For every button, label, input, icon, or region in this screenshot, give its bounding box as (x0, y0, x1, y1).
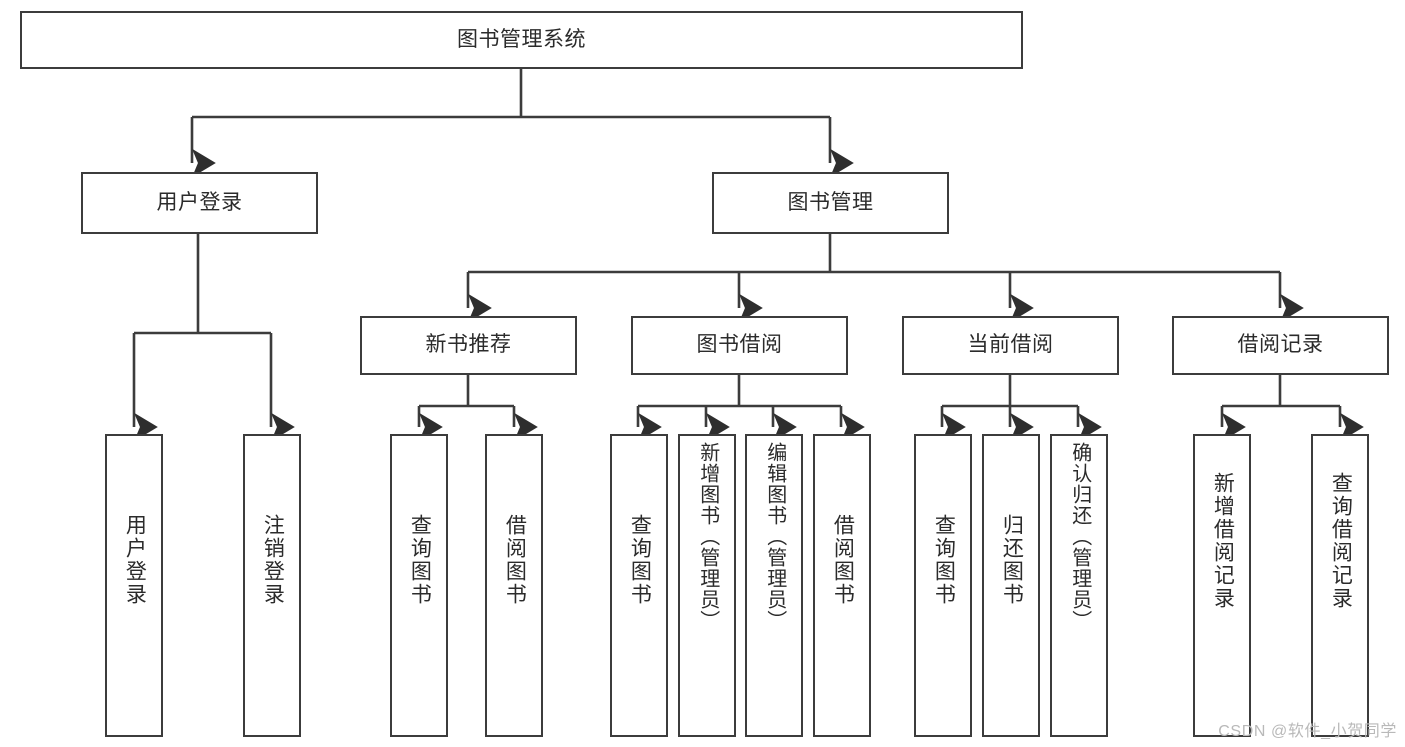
leaf-user-login[interactable]: 用户登录 (105, 434, 163, 737)
node-label: 用户登录 (123, 514, 147, 606)
leaf-add-borrow-record[interactable]: 新增借阅记录 (1193, 434, 1251, 737)
node-user-login[interactable]: 用户登录 (81, 172, 318, 234)
node-root-book-management-system[interactable]: 图书管理系统 (20, 11, 1023, 69)
node-label: 用户登录 (156, 190, 243, 214)
leaf-query-book-recommend[interactable]: 查询图书 (390, 434, 448, 737)
node-label: 编辑图书（管理员） (763, 442, 786, 631)
node-label: 新增图书（管理员） (696, 442, 719, 631)
node-book-management[interactable]: 图书管理 (712, 172, 949, 234)
node-label: 图书借阅 (696, 333, 783, 357)
node-label: 当前借阅 (967, 333, 1054, 357)
leaf-query-book-current[interactable]: 查询图书 (914, 434, 972, 737)
node-label: 确认归还（管理员） (1068, 442, 1091, 631)
node-label: 新增借阅记录 (1211, 472, 1235, 610)
leaf-edit-book-admin[interactable]: 编辑图书（管理员） (745, 434, 803, 737)
node-label: 借阅记录 (1237, 333, 1324, 357)
node-book-borrow[interactable]: 图书借阅 (631, 316, 848, 375)
node-borrow-record[interactable]: 借阅记录 (1172, 316, 1389, 375)
node-label: 查询图书 (628, 514, 652, 606)
node-label: 借阅图书 (831, 514, 855, 606)
node-label: 归还图书 (1000, 514, 1024, 606)
node-new-book-recommend[interactable]: 新书推荐 (360, 316, 577, 375)
leaf-add-book-admin[interactable]: 新增图书（管理员） (678, 434, 736, 737)
node-current-borrow[interactable]: 当前借阅 (902, 316, 1119, 375)
node-label: 新书推荐 (425, 333, 512, 357)
node-label: 借阅图书 (503, 514, 527, 606)
leaf-logout-login[interactable]: 注销登录 (243, 434, 301, 737)
leaf-query-borrow-record[interactable]: 查询借阅记录 (1311, 434, 1369, 737)
node-label: 查询图书 (932, 514, 956, 606)
node-label: 注销登录 (261, 514, 285, 606)
node-label: 图书管理系统 (457, 27, 586, 51)
node-label: 查询图书 (408, 514, 432, 606)
leaf-return-book[interactable]: 归还图书 (982, 434, 1040, 737)
leaf-borrow-book[interactable]: 借阅图书 (813, 434, 871, 737)
leaf-query-book-borrow[interactable]: 查询图书 (610, 434, 668, 737)
node-label: 图书管理 (787, 190, 874, 214)
leaf-borrow-book-recommend[interactable]: 借阅图书 (485, 434, 543, 737)
node-label: 查询借阅记录 (1329, 472, 1353, 610)
leaf-confirm-return-admin[interactable]: 确认归还（管理员） (1050, 434, 1108, 737)
